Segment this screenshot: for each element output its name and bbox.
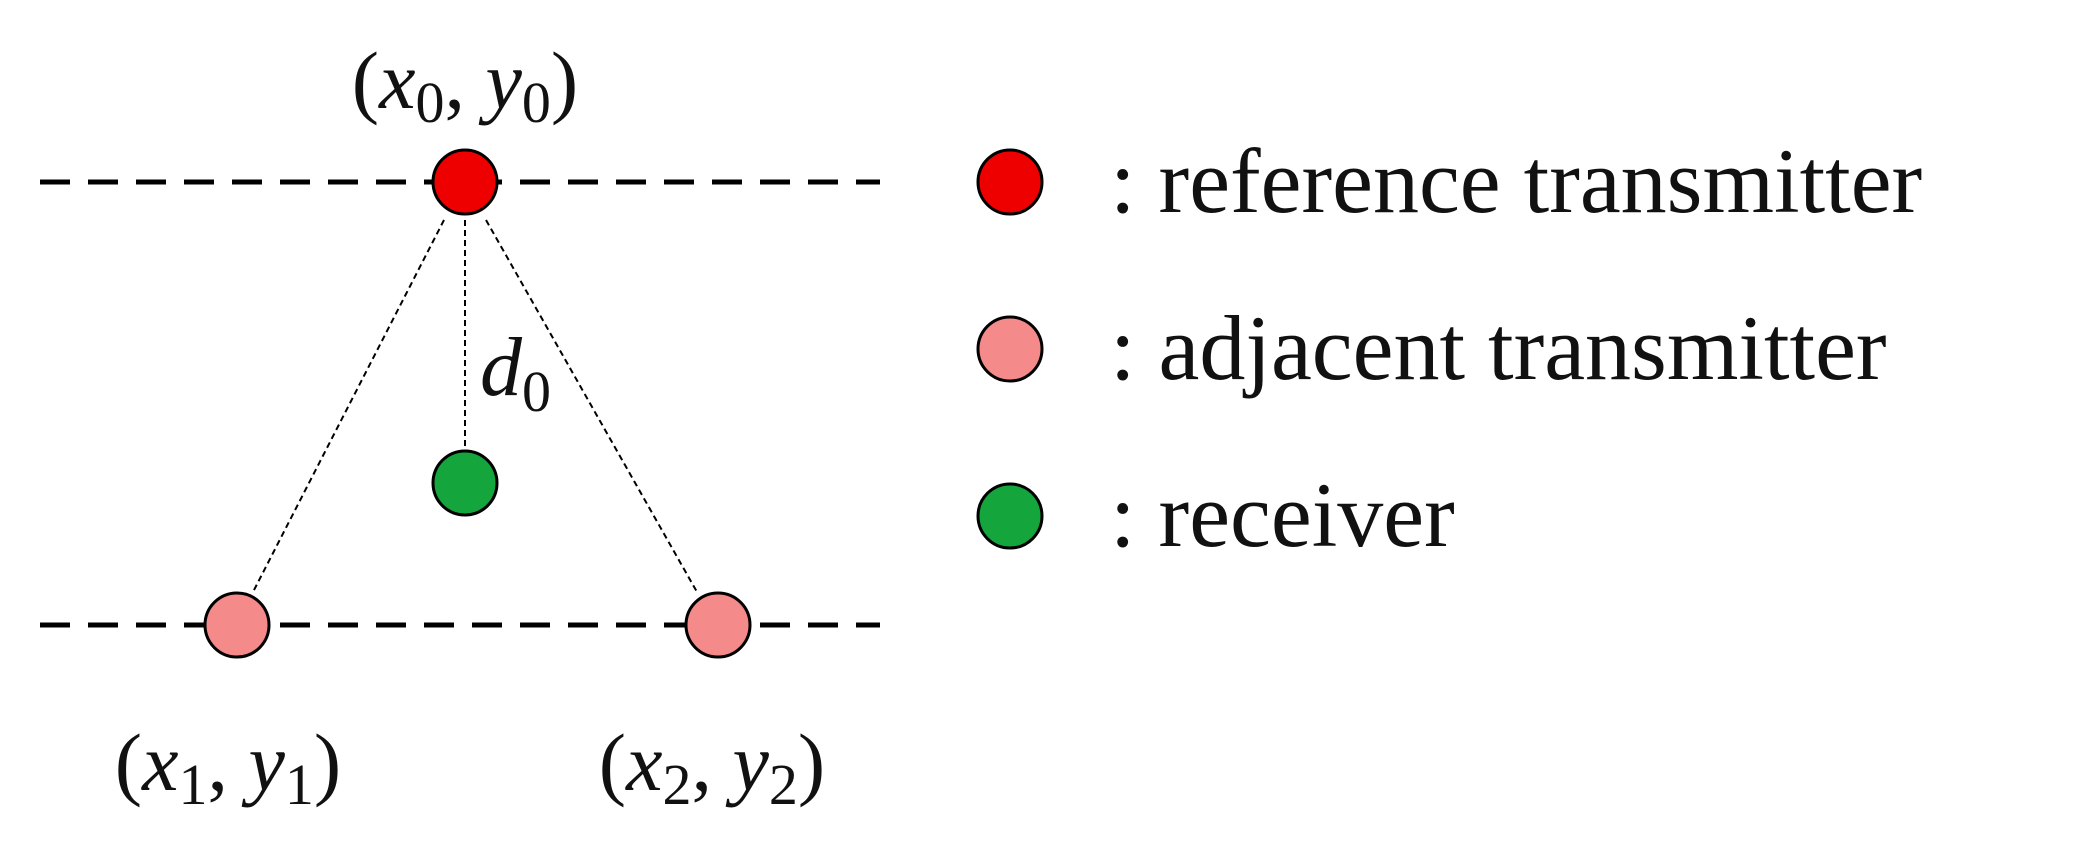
legend-receiver-swatch xyxy=(976,482,1044,550)
adjacent-2-coordinate-label: (x2, y2) xyxy=(599,717,825,817)
receiver-node xyxy=(431,449,499,517)
legend-reference-swatch xyxy=(976,148,1044,216)
adjacent-transmitter-node-1 xyxy=(203,591,271,659)
legend-reference-text: : reference transmitter xyxy=(1110,130,1922,232)
legend-adjacent-text: : adjacent transmitter xyxy=(1110,297,1887,399)
legend: : reference transmitter : adjacent trans… xyxy=(976,130,1922,566)
legend-adjacent-swatch xyxy=(976,315,1044,383)
connector-ref-to-adjacent-2 xyxy=(485,219,698,593)
adjacent-transmitter-node-2 xyxy=(684,591,752,659)
connector-ref-to-adjacent-1 xyxy=(252,219,445,593)
distance-label: d0 xyxy=(480,321,551,424)
reference-transmitter-node xyxy=(431,148,499,216)
reference-coordinate-label: (x0, y0) xyxy=(352,35,578,135)
adjacent-1-coordinate-label: (x1, y1) xyxy=(115,717,341,817)
legend-receiver-text: : receiver xyxy=(1110,464,1455,566)
